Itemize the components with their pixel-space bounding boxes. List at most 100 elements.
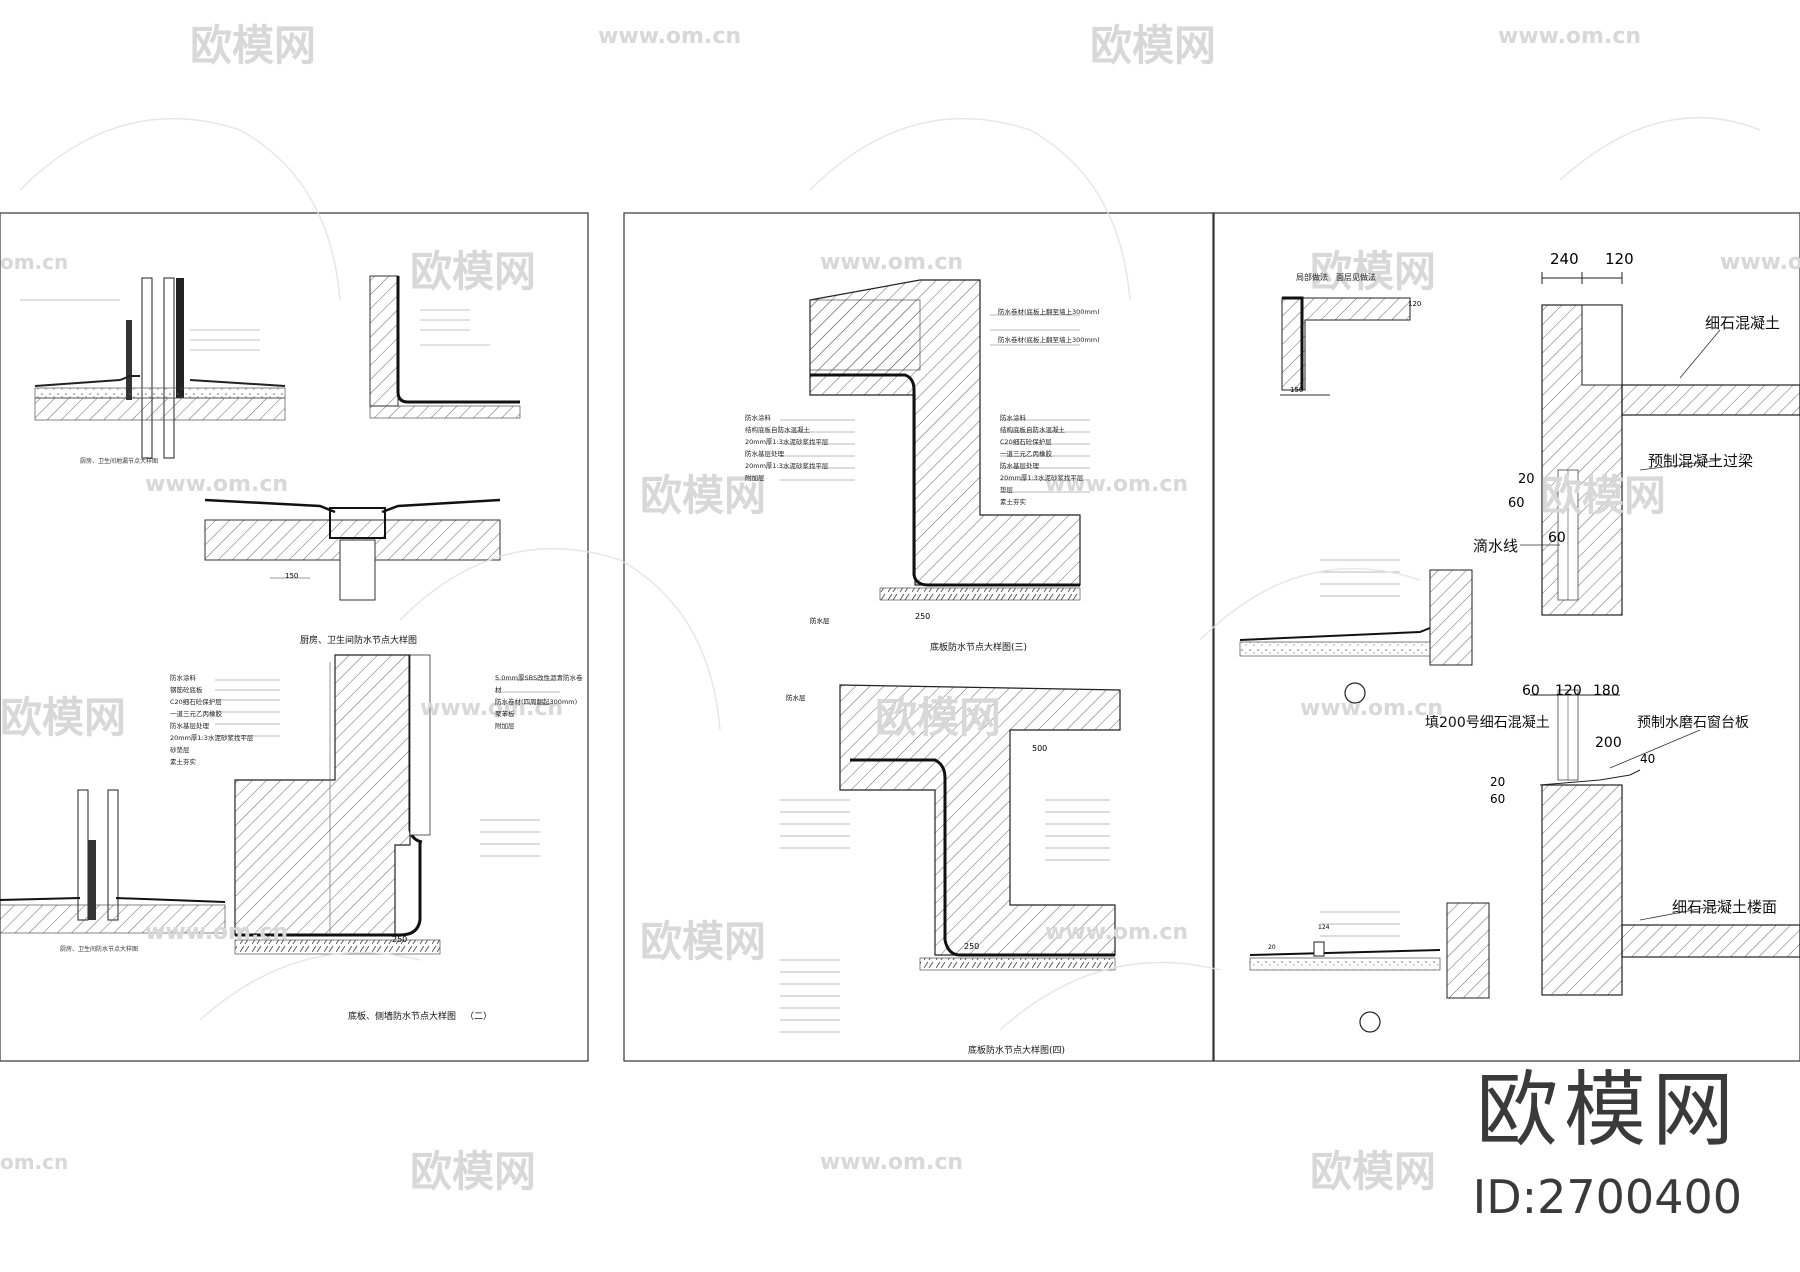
watermark-brand: 欧模网 xyxy=(1310,1147,1437,1196)
sheet1-dim: 150 xyxy=(285,572,299,580)
sheet2-layer-list-left: 防水涂料 结构底板自防水混凝土 20mm厚1:3水泥砂浆找平层 防水基层处理 2… xyxy=(745,412,855,484)
sheet1-layer-list: 防水涂料 钢筋砼底板 C20细石砼保护层 一道三元乙丙橡胶 防水基层处理 20m… xyxy=(170,672,280,768)
watermark-brand: 欧模网 xyxy=(1310,247,1437,296)
sheet2-dim: 500 xyxy=(1032,744,1048,753)
watermark-brand: 欧模网 xyxy=(0,693,127,742)
layer-label: 20mm厚1:3水泥砂浆找平层 xyxy=(745,438,829,446)
bottom-plate-detail-lower xyxy=(839,684,1121,971)
sheet3-dim-mid: 20 xyxy=(1518,472,1535,487)
watermark-brand: 欧模网 xyxy=(410,1147,537,1196)
sheet3-dim-sill: 20 xyxy=(1490,775,1506,789)
layer-label: 结构底板自防水混凝土 xyxy=(1000,426,1065,434)
watermark-brand: 欧模网 xyxy=(1090,21,1217,70)
layer-label: 20mm厚1:3水泥砂浆找平层 xyxy=(170,734,254,742)
watermark-layer xyxy=(19,116,1761,1031)
sheet3-dim-lower: 120 xyxy=(1555,683,1582,699)
sheet3-dim-sill: 200 xyxy=(1595,735,1622,751)
sheet-1 xyxy=(0,212,589,1062)
layer-label: 防水涂料 xyxy=(1000,414,1026,422)
layer-label: 防水基层处理 xyxy=(170,722,209,730)
sheet3-dim-sill: 60 xyxy=(1490,792,1506,806)
sheet3-small-dim: 124 xyxy=(1318,924,1330,931)
sheet2-dim: 250 xyxy=(915,612,931,621)
watermark-url: www.om.cn xyxy=(598,24,742,49)
watermark-url: om.cn xyxy=(0,250,69,274)
sheet3-small-dim: 150 xyxy=(1290,386,1304,394)
watermark-brand: 欧模网 xyxy=(875,693,1002,742)
watermark-url: www.om.cn xyxy=(1045,920,1189,945)
sheet1-caption-top-left: 厨房、卫生间地漏节点大样图 xyxy=(80,458,159,465)
label-terrazzo-sill: 预制水磨石窗台板 xyxy=(1637,715,1749,731)
sheet-2 xyxy=(623,212,1215,1062)
watermark-brand: 欧模网 xyxy=(640,917,767,966)
layer-label: 防水卷材(四周翻起300mm) xyxy=(495,698,578,706)
label-fine-concrete-top: 细石混凝土 xyxy=(1705,314,1781,332)
watermark-url: www.om.cn xyxy=(145,472,289,497)
wall-floor-l-detail xyxy=(234,654,441,955)
small-wall-detail xyxy=(0,789,226,934)
sheet1-caption-bottom-left: 厨房、卫生间防水节点大样图 xyxy=(60,946,139,953)
sheet2-left-label: 防水层 xyxy=(810,617,830,625)
layer-label: 素土夯实 xyxy=(170,758,196,766)
layer-label: 20mm厚1:3水泥砂浆找平层 xyxy=(1000,474,1084,482)
sheet2-layer-list-right: 防水涂料 结构底板自防水混凝土 C20细石砼保护层 一道三元乙丙橡胶 防水基层处… xyxy=(1000,412,1110,508)
watermark-brand: 欧模网 xyxy=(410,247,537,296)
layer-label: 素土夯实 xyxy=(1000,498,1026,506)
sheet3-dim-mid: 60 xyxy=(1508,496,1525,511)
layer-label: 聚苯板 xyxy=(495,710,515,718)
watermark-brand: 欧模网 xyxy=(640,471,767,520)
layer-label: 防水涂料 xyxy=(170,674,196,682)
watermark-url: om.cn xyxy=(0,1150,69,1174)
layer-label: 5.0mm厚SBS改性沥青防水卷材 xyxy=(495,674,583,694)
layer-label: 防水涂料 xyxy=(745,414,771,422)
sheet2-left-label: 防水层 xyxy=(786,694,806,702)
watermark-url: www.om.cn xyxy=(1498,24,1642,49)
layer-label: 钢筋砼底板 xyxy=(170,686,203,694)
floor-drain-pipe-detail xyxy=(20,277,286,459)
sheet1-caption-bottom: 底板、侧墙防水节点大样图 xyxy=(348,1012,457,1022)
brand-id-text: ID:2700400 xyxy=(1472,1170,1742,1224)
sheet3-small-dim: 120 xyxy=(1408,300,1422,308)
sheet3-dim-top: 120 xyxy=(1605,250,1634,268)
layer-label: C20细石砼保护层 xyxy=(170,698,222,706)
sheet1-layer-list-right: 5.0mm厚SBS改性沥青防水卷材 防水卷材(四周翻起300mm) 聚苯板 附加… xyxy=(495,672,585,732)
sheet3-dim-sill: 40 xyxy=(1640,752,1656,766)
sheet3-dim-mid: 60 xyxy=(1548,530,1566,546)
watermark-url: www.om.cn xyxy=(820,1150,964,1175)
layer-label: 一道三元乙丙橡胶 xyxy=(170,710,222,718)
sill-detail-middle xyxy=(1239,559,1473,704)
sheet2-dim: 250 xyxy=(964,942,980,951)
sheet3-dim-lower: 180 xyxy=(1593,683,1620,699)
watermark-url: www.om.cn xyxy=(1720,250,1800,275)
watermark-url: www.om.cn xyxy=(145,920,289,945)
layer-label: 附加层 xyxy=(495,722,515,730)
label-fine-concrete-floor: 细石混凝土楼面 xyxy=(1672,898,1778,916)
watermark-url: www.om.cn xyxy=(820,250,964,275)
sheet3-dim-lower: 60 xyxy=(1522,683,1540,699)
layer-label: C20细石砼保护层 xyxy=(1000,438,1052,446)
sheet1-caption-suffix: （二） xyxy=(465,1012,493,1022)
watermark-url: www.om.cn xyxy=(1045,472,1189,497)
layer-label: 结构底板自防水混凝土 xyxy=(745,426,810,434)
layer-label: 砂垫层 xyxy=(170,746,190,754)
window-lintel-small xyxy=(1280,296,1411,396)
bottom-plate-detail-upper xyxy=(809,279,1081,601)
layer-label: 一道三元乙丙橡胶 xyxy=(1000,450,1052,458)
label-top-left-note: 局部做法 面层见做法 xyxy=(1296,273,1376,282)
sheet3-dim-top: 240 xyxy=(1550,250,1579,268)
sheet-3 xyxy=(1212,212,1800,1062)
watermark-brand: 欧模网 xyxy=(190,21,317,70)
floor-drain-detail xyxy=(204,498,501,601)
wall-corner-detail xyxy=(369,275,521,419)
watermark-brand: 欧模网 xyxy=(1540,471,1667,520)
sheet2-top-note: 防水卷材(底板上翻至墙上300mm) xyxy=(998,336,1100,344)
sheet1-dim: 250 xyxy=(392,935,408,944)
sheet1-caption-middle: 厨房、卫生间防水节点大样图 xyxy=(300,636,418,646)
label-precast-lintel: 预制混凝土过梁 xyxy=(1648,452,1754,470)
layer-label: 垫层 xyxy=(1000,486,1013,494)
sheet2-caption-upper: 底板防水节点大样图(三) xyxy=(930,643,1028,653)
sheet3-small-dim: 20 xyxy=(1268,944,1276,951)
label-fill-c200: 填200号细石混凝土 xyxy=(1425,715,1550,731)
sill-detail-lower xyxy=(1249,902,1490,1033)
